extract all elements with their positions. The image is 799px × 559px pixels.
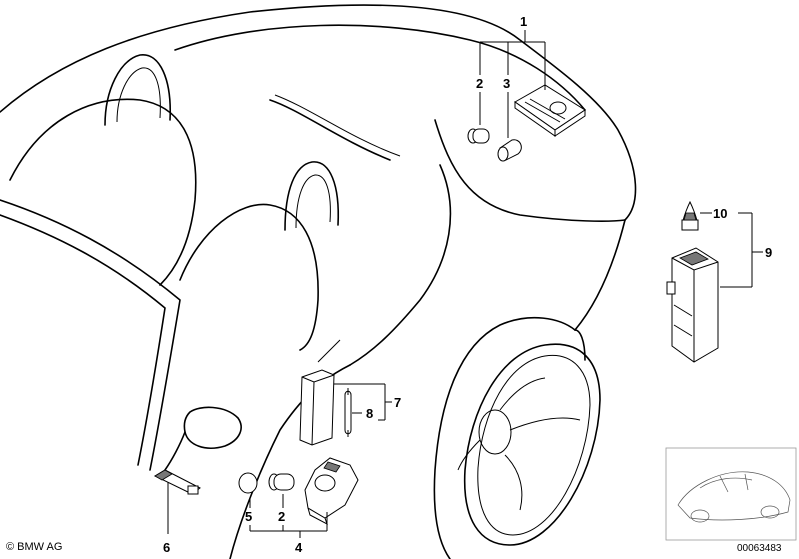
callout-1: 1: [520, 14, 527, 29]
copyright-text: © BMW AG: [6, 541, 63, 553]
bulb-part-top: [467, 128, 490, 144]
footwell-lamp-part: [153, 469, 201, 495]
leader-lines: [167, 30, 763, 538]
callout-2-top: 2: [476, 76, 483, 91]
festoon-bulb-part-8: [344, 388, 352, 437]
callout-5: 5: [245, 509, 252, 524]
glovebox-lamp-part: [666, 247, 719, 363]
festoon-bulb-part: [497, 139, 522, 162]
callout-7: 7: [394, 395, 401, 410]
bulb-part-2-bottom: [268, 473, 295, 491]
bulb-part-5: [238, 472, 258, 494]
callout-2-bottom: 2: [278, 509, 285, 524]
lamp-lens-part: [299, 369, 335, 446]
license-lamp-part: [304, 457, 359, 526]
callout-9: 9: [765, 245, 772, 260]
callout-6: 6: [163, 540, 170, 555]
callout-3: 3: [503, 76, 510, 91]
boot-lamp-part: [514, 84, 586, 137]
callout-8: 8: [366, 406, 373, 421]
vehicle-thumbnail: [665, 447, 797, 541]
wedge-bulb-part: [681, 200, 699, 231]
callout-labels: 1 2 3 10 9 7 8 5 2 4 6: [163, 14, 772, 555]
diagram-id: 00063483: [737, 543, 782, 554]
callout-10: 10: [713, 206, 727, 221]
callout-4: 4: [295, 540, 303, 555]
